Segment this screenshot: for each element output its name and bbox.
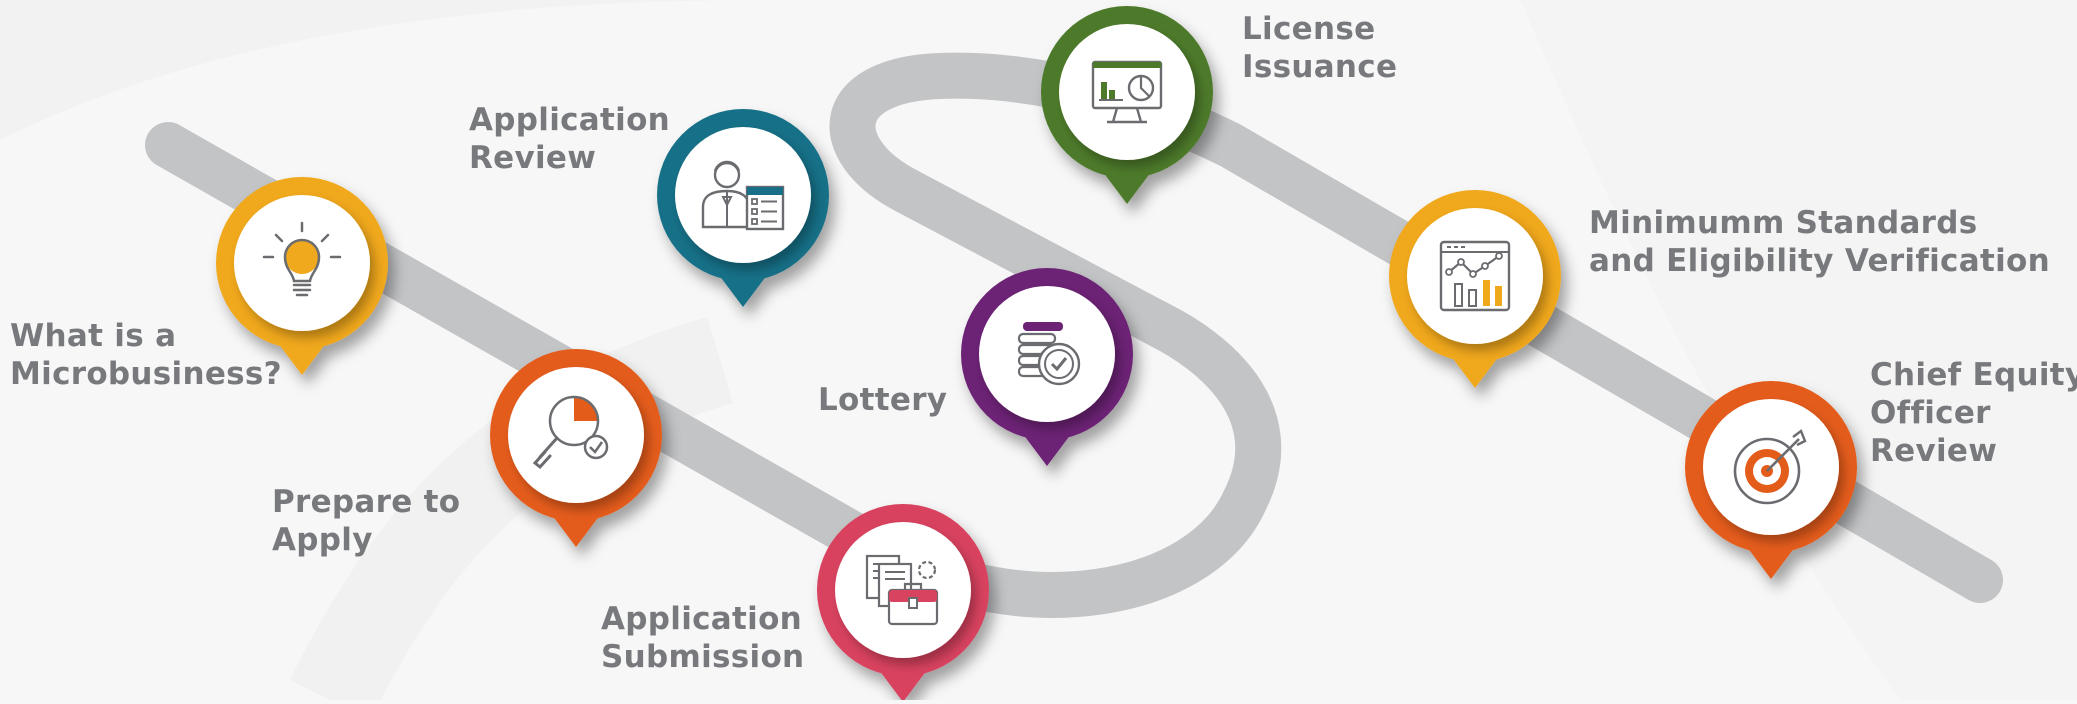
label-line: Application bbox=[601, 601, 803, 637]
step-marker-microbusiness bbox=[216, 177, 388, 375]
step-label-license: License Issuance bbox=[1242, 10, 1397, 86]
documents-briefcase-icon bbox=[865, 554, 939, 626]
label-line: Review bbox=[469, 140, 597, 176]
step-marker-submission bbox=[817, 504, 989, 702]
label-line: Microbusiness? bbox=[10, 356, 282, 392]
label-line: What is a bbox=[10, 318, 177, 354]
magnifier-check-icon bbox=[532, 395, 609, 470]
target-icon bbox=[1733, 429, 1807, 505]
label-line: Apply bbox=[272, 522, 373, 558]
step-label-microbusiness: What is a Microbusiness? bbox=[10, 317, 282, 393]
reviewer-checklist-icon bbox=[701, 160, 785, 231]
label-line: Officer bbox=[1870, 395, 1991, 431]
step-marker-license bbox=[1041, 6, 1213, 204]
analytics-dashboard-icon bbox=[1439, 240, 1511, 312]
coins-check-icon bbox=[1017, 322, 1081, 386]
monitor-chart-icon bbox=[1091, 60, 1163, 124]
label-line: Review bbox=[1870, 433, 1998, 469]
step-marker-review bbox=[657, 109, 829, 307]
label-line: Lottery bbox=[818, 382, 948, 418]
step-marker-prepare bbox=[490, 349, 662, 547]
step-label-prepare: Prepare to Apply bbox=[272, 483, 460, 559]
lightbulb-icon bbox=[262, 221, 342, 297]
step-label-lottery: Lottery bbox=[818, 381, 947, 419]
label-line: Application bbox=[469, 102, 671, 138]
marker-disc bbox=[508, 367, 644, 503]
label-line: Submission bbox=[601, 639, 805, 675]
label-line: Minimumm Standards bbox=[1589, 205, 1978, 241]
step-marker-standards bbox=[1389, 190, 1561, 388]
label-line: Prepare to bbox=[272, 484, 461, 520]
label-line: License bbox=[1242, 11, 1376, 47]
roadmap-path bbox=[145, 52, 2003, 618]
step-label-equity: Chief Equity Officer Review bbox=[1870, 356, 2077, 470]
step-marker-equity bbox=[1685, 381, 1857, 579]
step-label-submission: Application Submission bbox=[601, 600, 804, 676]
step-label-standards: Minimumm Standards and Eligibility Verif… bbox=[1589, 204, 2050, 280]
step-marker-lottery bbox=[961, 268, 1133, 466]
label-line: Issuance bbox=[1242, 49, 1398, 85]
label-line: Chief Equity bbox=[1870, 357, 2077, 393]
step-label-review: Application Review bbox=[469, 101, 670, 177]
label-line: and Eligibility Verification bbox=[1589, 243, 2050, 279]
